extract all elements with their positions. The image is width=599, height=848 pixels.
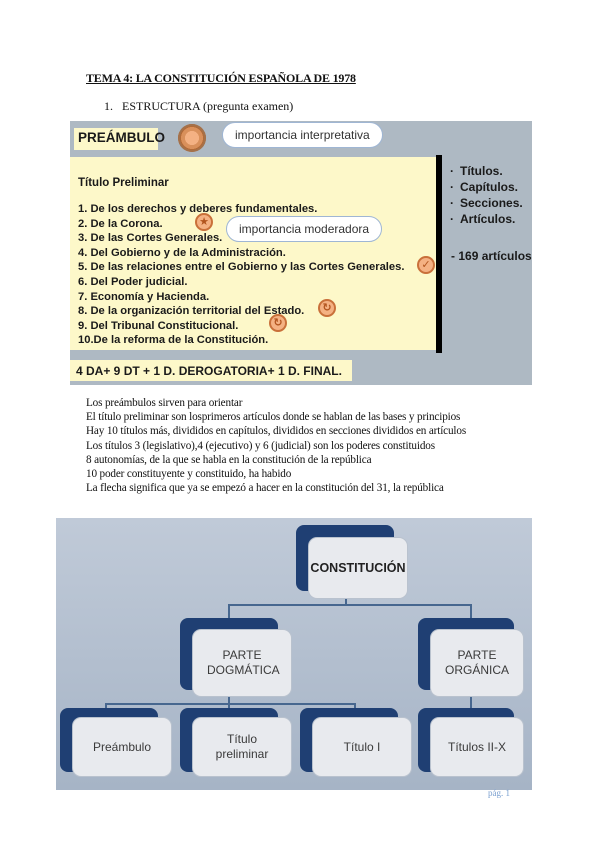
connector-line <box>470 690 472 717</box>
preambulo-node: Preámbulo <box>73 718 171 776</box>
titulo-preliminar-node: Título preliminar <box>193 718 291 776</box>
connector-line <box>345 591 347 605</box>
parte-dogmatica-label: PARTE DOGMÁTICA <box>207 648 280 677</box>
parte-organica-node: PARTE ORGÁNICA <box>431 630 523 696</box>
title-item: 5. De las relaciones entre el Gobierno y… <box>78 261 405 274</box>
dispositions-text: 4 DA+ 9 DT + 1 D. DEROGATORIA+ 1 D. FINA… <box>76 364 342 378</box>
connector-line <box>105 703 355 705</box>
structure-slide-image: PREÁMBULO importancia interpretativa Tít… <box>70 121 532 385</box>
titulo-preliminar-label: Título Preliminar <box>78 177 169 189</box>
parte-dogmatica-node: PARTE DOGMÁTICA <box>193 630 291 696</box>
structure-level: Secciones. <box>450 195 523 211</box>
section-text: ESTRUCTURA (pregunta examen) <box>122 99 294 113</box>
bracket-divider <box>436 155 442 353</box>
structure-levels-list: Títulos. Capítulos. Secciones. Artículos… <box>450 163 523 227</box>
root-label: CONSTITUCIÓN <box>310 560 406 575</box>
section-heading: 1. ESTRUCTURA (pregunta examen) <box>104 99 293 114</box>
document-title: TEMA 4: LA CONSTITUCIÓN ESPAÑOLA DE 1978 <box>86 71 356 85</box>
title-item: 7. Economía y Hacienda. <box>78 290 210 303</box>
titulo-preliminar-label: Título preliminar <box>215 732 269 761</box>
preambulo-label: Preámbulo <box>92 739 152 754</box>
preamble-band <box>74 128 158 150</box>
parte-organica-label: PARTE ORGÁNICA <box>444 648 509 677</box>
titulos-ii-x-label: Títulos II-X <box>447 739 506 754</box>
preamble-label: PREÁMBULO <box>78 130 165 145</box>
titles-list: 1. De los derechos y deberes fundamental… <box>78 202 404 348</box>
connector-line <box>228 604 472 606</box>
note-line: La flecha significa que ya se empezó a h… <box>86 482 444 495</box>
structure-level: Títulos. <box>450 163 523 179</box>
compass-icon <box>178 124 206 152</box>
title-item: 6. Del Poder judicial. <box>78 275 188 288</box>
note-line: Los preámbulos sirven para orientar <box>86 397 243 409</box>
root-node: CONSTITUCIÓN <box>309 538 407 598</box>
title-item: 8. De la organización territorial del Es… <box>78 305 305 318</box>
title-item: 3. De las Cortes Generales. <box>78 232 223 245</box>
titulos-ii-x-node: Títulos II-X <box>431 718 523 776</box>
dispositions-band <box>70 360 352 381</box>
note-line: El título preliminar son losprimeros art… <box>86 411 461 424</box>
note-line: 10 poder constituyente y constituido, ha… <box>86 468 292 481</box>
title-item: 10.De la reforma de la Constitución. <box>78 334 269 347</box>
title-item: 4. Del Gobierno y de la Administración. <box>78 246 286 259</box>
star-icon: ★ <box>195 213 213 231</box>
note-line: Los títulos 3 (legislativo),4 (ejecutivo… <box>86 439 435 452</box>
titles-band <box>70 157 436 350</box>
connector-line <box>228 604 230 618</box>
section-number: 1. <box>104 99 113 113</box>
title-item: 9. Del Tribunal Constitucional. <box>78 319 239 332</box>
note-line: 8 autonomías, de la que se habla en la c… <box>86 453 372 466</box>
importance-interpretive-callout: importancia interpretativa <box>222 122 383 148</box>
article-count: 169 artículos. <box>451 249 532 263</box>
title-item: 1. De los derechos y deberes fundamental… <box>78 203 318 215</box>
titulo-i-label: Título I <box>343 739 381 754</box>
connector-line <box>470 604 472 618</box>
title-item: 2. De la Corona. <box>78 217 163 230</box>
refresh-icon: ↻ <box>269 314 287 332</box>
note-line: Hay 10 títulos más, divididos en capítul… <box>86 425 467 438</box>
titulo-i-node: Título I <box>313 718 411 776</box>
connector-line <box>228 690 230 704</box>
refresh-icon: ↻ <box>318 299 336 317</box>
check-icon: ✓ <box>417 256 435 274</box>
notes-paragraph: Los preámbulos sirven para orientar El t… <box>86 396 466 495</box>
constitution-hierarchy-diagram: CONSTITUCIÓN PARTE DOGMÁTICA PARTE ORGÁN… <box>56 518 532 790</box>
structure-level: Artículos. <box>450 211 523 227</box>
importance-moderating-callout: importancia moderadora <box>226 216 383 242</box>
page-number: pág. 1 <box>488 788 510 798</box>
structure-level: Capítulos. <box>450 179 523 195</box>
